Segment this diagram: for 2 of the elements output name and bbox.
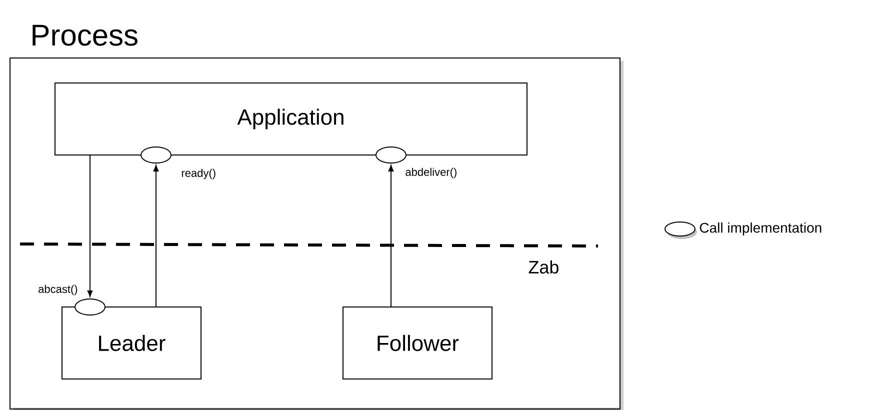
frame-title: Process [32,24,138,46]
legend-text: Call implementation [700,222,822,236]
